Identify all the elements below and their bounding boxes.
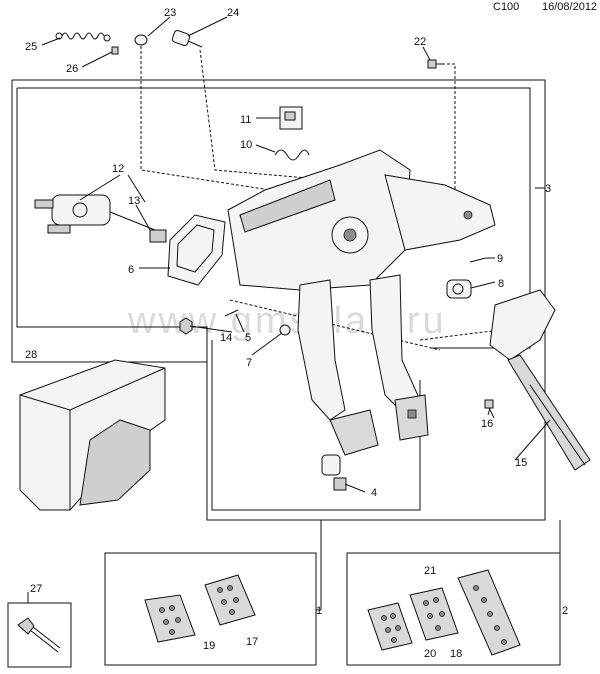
leader-lines xyxy=(27,16,551,603)
callout-14: 14 xyxy=(220,332,232,344)
callout-18: 18 xyxy=(450,648,462,660)
accelerator-pedal-pad xyxy=(457,569,521,656)
clutch-pedal-pad-kit2 xyxy=(367,602,413,651)
return-spring xyxy=(55,32,111,42)
tool-box xyxy=(7,602,72,668)
callout-17: 17 xyxy=(246,636,258,648)
pedal-bracket xyxy=(227,149,496,291)
callout-6: 6 xyxy=(128,264,134,276)
clutch-pedal-pad xyxy=(144,594,196,643)
nut-part xyxy=(179,317,193,335)
callout-24: 24 xyxy=(227,7,239,19)
diagram-code: C100 xyxy=(493,1,520,13)
callout-19: 19 xyxy=(203,640,215,652)
callout-5: 5 xyxy=(245,332,251,344)
torsion-spring xyxy=(274,149,310,161)
callout-16: 16 xyxy=(481,418,493,430)
callout-20: 20 xyxy=(424,648,436,660)
pedal-pad-kit-box-1 xyxy=(104,552,317,666)
washer-part xyxy=(134,34,148,46)
guide-lines xyxy=(140,46,501,351)
master-cylinder-clip xyxy=(149,229,167,243)
sensor-part xyxy=(279,106,303,130)
diagram-date: 16/08/2012 xyxy=(542,1,598,13)
callout-9: 9 xyxy=(497,253,503,265)
callout-13: 13 xyxy=(128,195,140,207)
brake-light-switch xyxy=(171,29,203,48)
callout-10: 10 xyxy=(240,139,252,151)
clutch-master-cylinder xyxy=(34,194,156,234)
callout-15: 15 xyxy=(515,457,527,469)
callout-25: 25 xyxy=(25,41,37,53)
screw-part xyxy=(224,309,239,317)
callout-12: 12 xyxy=(112,163,124,175)
callout-21: 21 xyxy=(424,565,436,577)
pedal-position-sensor xyxy=(446,279,472,299)
callout-7: 7 xyxy=(246,357,252,369)
callout-4: 4 xyxy=(371,487,377,499)
pedal-cover xyxy=(19,359,166,511)
clutch-pedal xyxy=(297,279,379,456)
callout-23: 23 xyxy=(164,7,176,19)
stop-lamp-switch xyxy=(321,454,347,491)
callout-8: 8 xyxy=(498,278,504,290)
brake-pedal-pad-kit2 xyxy=(409,587,459,641)
callout-26: 26 xyxy=(66,63,78,75)
service-tool xyxy=(17,617,61,653)
callout-1: 1 xyxy=(316,605,322,617)
assembly-frames xyxy=(7,79,561,668)
brake-pedal xyxy=(369,274,429,441)
callout-27: 27 xyxy=(30,583,42,595)
bushing-part xyxy=(279,324,291,336)
screw-part-2 xyxy=(469,257,487,263)
callout-labels: 25 26 23 24 22 11 10 12 13 6 3 9 8 14 5 … xyxy=(25,7,568,660)
clip-part xyxy=(111,46,119,55)
accelerator-pedal xyxy=(489,289,591,471)
brake-pedal-pad-kit1 xyxy=(204,574,256,626)
callout-28: 28 xyxy=(25,349,37,361)
callout-11: 11 xyxy=(240,114,251,126)
callout-22: 22 xyxy=(414,36,426,48)
callout-3: 3 xyxy=(545,183,551,195)
callout-2: 2 xyxy=(562,605,568,617)
